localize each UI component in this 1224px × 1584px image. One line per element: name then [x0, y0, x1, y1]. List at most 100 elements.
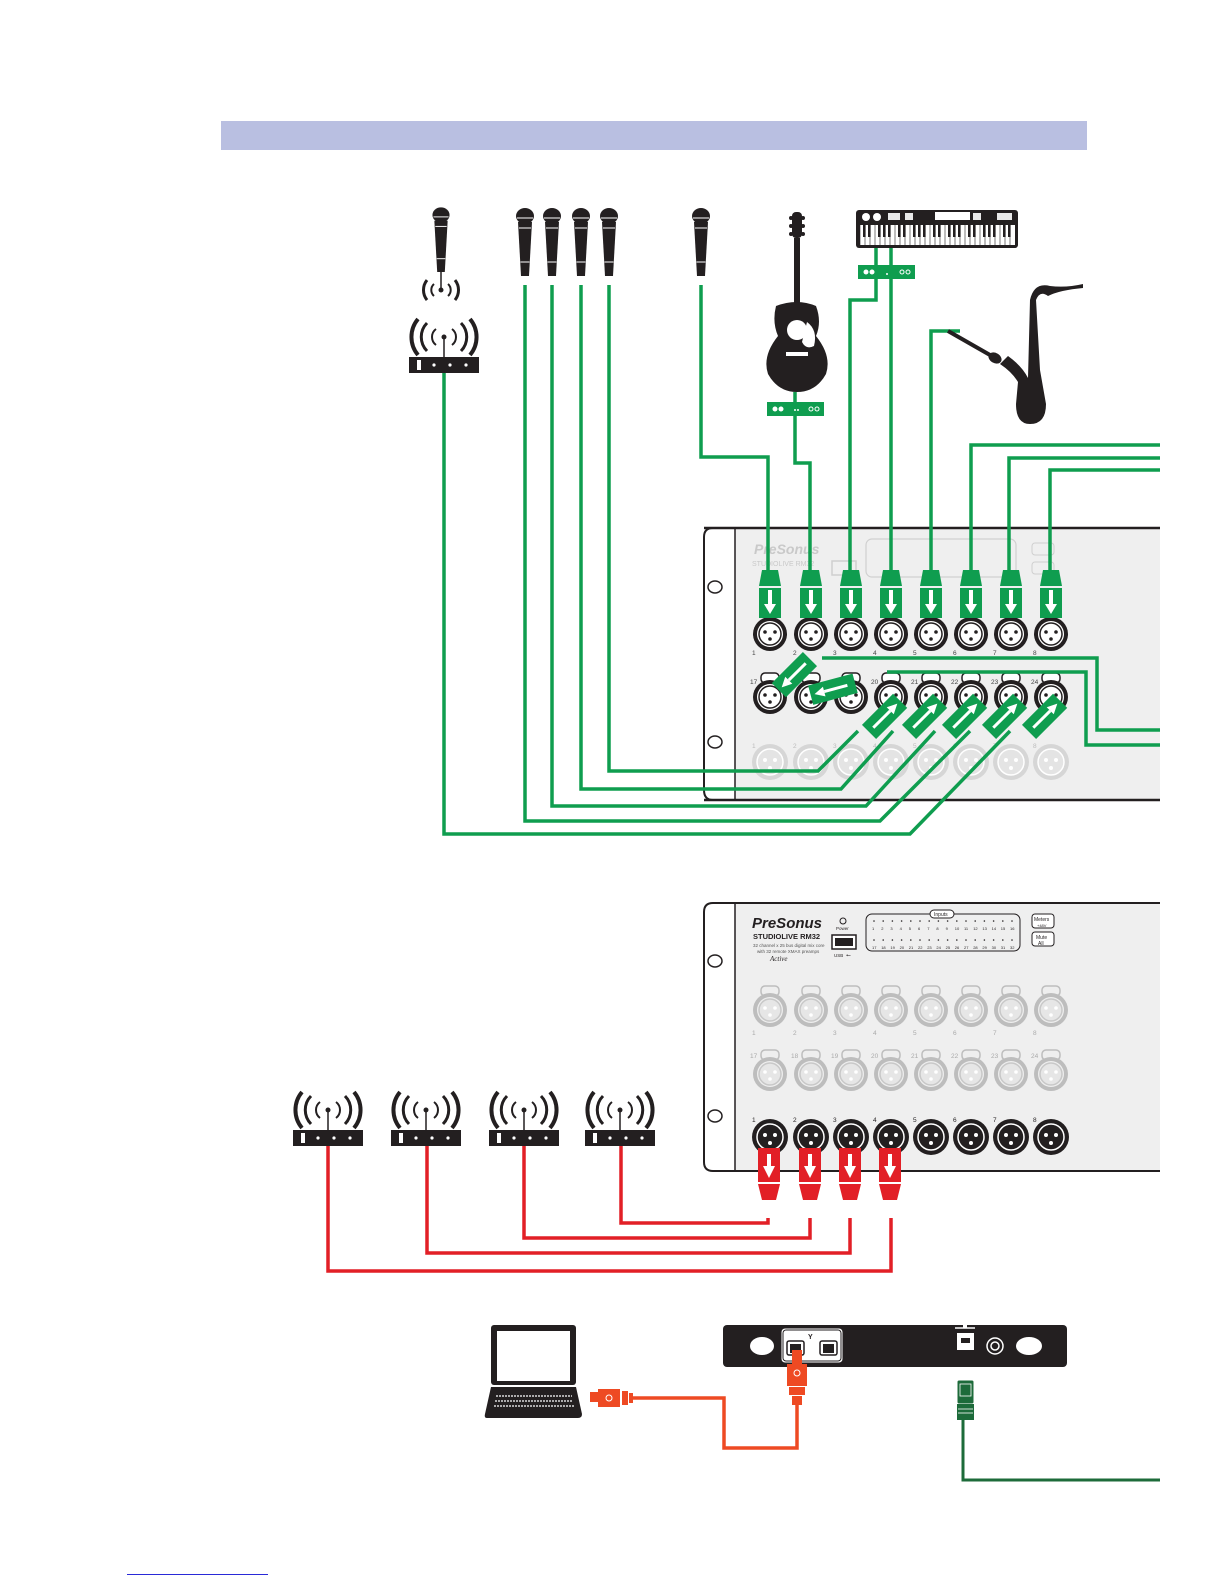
channel-number: 3 [833, 650, 837, 657]
channel-number: 8 [1033, 1117, 1037, 1124]
black-key [888, 225, 891, 237]
meters-button[interactable] [1031, 542, 1055, 556]
meters-button[interactable] [1031, 913, 1055, 929]
cable-offpage-ch6 [969, 443, 1160, 585]
black-key [878, 225, 881, 237]
led-number: 2 [881, 926, 884, 931]
input-led [983, 920, 986, 922]
channel-number: 20 [871, 1053, 879, 1060]
xlr-output-jack[interactable] [751, 743, 789, 781]
xlr-input-jack[interactable] [953, 616, 989, 652]
channel-number: 23 [991, 679, 999, 686]
mute-all-button[interactable] [1031, 931, 1055, 947]
cable-receiver2-out3 [425, 1146, 852, 1255]
green-xlr-plug [1040, 570, 1062, 618]
rack-hole [707, 954, 723, 968]
mute-label: Mute [1036, 935, 1047, 941]
black-key [883, 225, 886, 237]
channel-number: 19 [831, 1053, 839, 1060]
xlr-input-jack[interactable] [833, 616, 869, 652]
input-led [1002, 939, 1004, 941]
meters-sublabel: +48V [1037, 923, 1047, 928]
input-led [956, 920, 958, 922]
green-xlr-plug [840, 570, 862, 618]
firewire-label: Y [808, 1334, 813, 1341]
black-key [973, 225, 976, 237]
xlr-output-jack[interactable] [952, 743, 990, 781]
rack-hole [707, 580, 723, 594]
led-number: 22 [918, 945, 923, 950]
led-number: 19 [890, 945, 895, 950]
xlr-output-jack[interactable] [1032, 1118, 1070, 1156]
channel-number: 6 [953, 1030, 957, 1037]
black-key [948, 225, 951, 237]
channel-number: 8 [1033, 1030, 1037, 1037]
xlr-output-jack[interactable] [792, 743, 830, 781]
xlr-output-jack[interactable] [952, 1118, 990, 1156]
led-number: 28 [973, 945, 978, 950]
rack-hole [1016, 1337, 1042, 1355]
cable-ch18-offpage [887, 670, 1160, 747]
input-led [1011, 920, 1013, 922]
black-key [1003, 225, 1006, 237]
input-led [1002, 920, 1004, 922]
xlr-output-jack[interactable] [992, 743, 1030, 781]
channel-number: 3 [833, 1117, 837, 1124]
channel-number: 20 [871, 679, 879, 686]
led-number: 10 [955, 926, 960, 931]
footer-link[interactable] [127, 1574, 268, 1575]
led-number: 26 [955, 945, 960, 950]
input-led [873, 920, 875, 922]
description-line-1: 32 channel x 25 bus digital mix core [753, 943, 825, 948]
led-number: 27 [964, 945, 969, 950]
green-xlr-plug [1000, 570, 1022, 618]
firewire-cable [633, 1396, 799, 1450]
input-led [928, 920, 930, 922]
input-led [956, 939, 958, 941]
xlr-input-jack[interactable] [1033, 616, 1069, 652]
black-key [933, 225, 936, 237]
led-number: 3 [890, 926, 893, 931]
xlr-input-jack[interactable] [793, 616, 829, 652]
channel-number: 7 [993, 650, 997, 657]
microphone-icon [571, 207, 591, 277]
ground-terminal-icon [986, 1337, 1004, 1355]
green-xlr-plug [759, 570, 781, 618]
input-led [946, 920, 949, 922]
input-led [974, 920, 976, 922]
xlr-output-jack[interactable] [912, 1118, 950, 1156]
input-led [992, 920, 995, 922]
channel-number: 22 [951, 679, 959, 686]
microphone-icon [691, 207, 711, 277]
xlr-output-jack[interactable] [1032, 743, 1070, 781]
channel-number: 4 [873, 650, 877, 657]
black-key [1008, 225, 1011, 237]
cable-receiver1-out4 [326, 1146, 893, 1273]
brand-logo: PreSonus [754, 541, 820, 557]
xlr-input-jack[interactable] [993, 616, 1029, 652]
channel-number: 23 [991, 1053, 999, 1060]
input-led [910, 920, 912, 922]
xlr-input-jack[interactable] [913, 616, 949, 652]
channel-number: 5 [913, 743, 917, 750]
black-key [988, 225, 991, 237]
xlr-input-jack[interactable] [873, 616, 909, 652]
xlr-input-jack[interactable] [752, 616, 788, 652]
channel-number: 2 [793, 743, 797, 750]
channel-number: 24 [1031, 1053, 1039, 1060]
power-icon[interactable] [839, 917, 847, 925]
cable-offpage-ch8 [1048, 468, 1160, 585]
xlr-output-jack[interactable] [992, 1118, 1030, 1156]
led-number: 18 [881, 945, 886, 950]
cable-mic-b-ch22 [550, 285, 937, 808]
wireless-receiver-icon [407, 317, 481, 375]
led-number: 14 [992, 926, 997, 931]
black-key [918, 225, 921, 237]
wireless-receiver-icon [291, 1090, 365, 1148]
channel-number: 8 [1033, 650, 1037, 657]
input-led [910, 939, 912, 941]
channel-number: 5 [913, 650, 917, 657]
